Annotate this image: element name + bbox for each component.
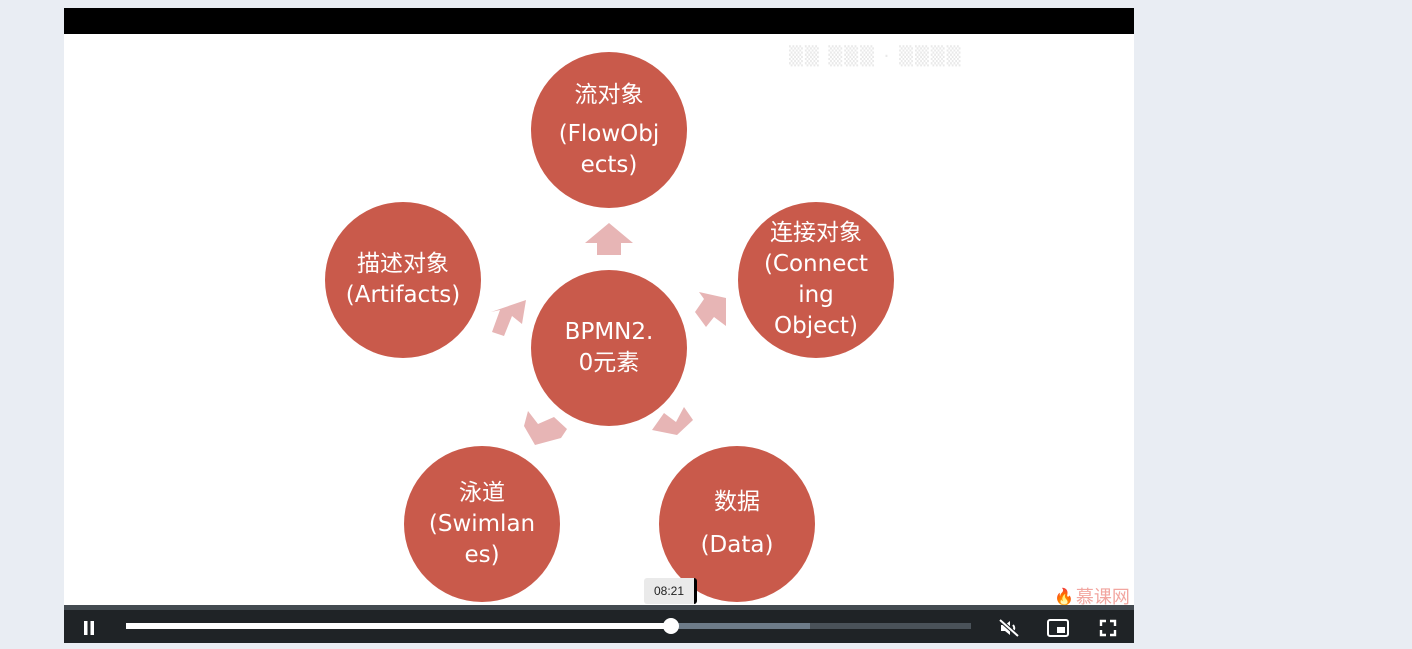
pause-icon <box>84 621 94 635</box>
hover-time-tooltip: 08:21 <box>644 578 697 604</box>
progress-bar[interactable] <box>126 618 971 634</box>
node-label: 描述对象 <box>357 251 449 277</box>
arrow-right <box>695 292 726 327</box>
video-top-bar <box>64 8 1134 34</box>
flame-icon: 🔥 <box>1054 586 1074 606</box>
node-label: 0元素 <box>578 350 640 376</box>
node-label: ing <box>798 282 834 308</box>
picture-in-picture-icon <box>1047 619 1069 637</box>
progress-thumb[interactable] <box>663 618 680 634</box>
video-frame[interactable]: ▒▒ ▒▒▒ · ▒▒▒▒ 流对象 (FlowObj ects) 连接对象 (C… <box>64 34 1134 605</box>
arrow-down-right <box>652 407 693 435</box>
arrow-layer <box>491 223 726 445</box>
node-connecting-object: 连接对象 (Connect ing Object) <box>738 202 894 358</box>
progress-played <box>126 623 672 629</box>
control-bar <box>64 605 1134 643</box>
node-label: (Connect <box>763 251 869 277</box>
mute-button[interactable] <box>995 616 1023 640</box>
node-label: 泳道 <box>459 479 505 506</box>
node-label: (Data) <box>700 532 774 558</box>
node-label: BPMN2. <box>564 319 654 345</box>
node-center: BPMN2. 0元素 <box>531 270 687 426</box>
pause-button[interactable] <box>75 616 103 640</box>
brand-logo: 🔥 慕课网 <box>1054 583 1130 606</box>
picture-in-picture-button[interactable] <box>1044 616 1072 640</box>
node-label: (Swimlan <box>428 510 536 537</box>
node-label: 连接对象 <box>770 220 862 246</box>
node-artifacts: 描述对象 (Artifacts) <box>325 202 481 358</box>
node-label: (Artifacts) <box>345 282 461 308</box>
node-label: es) <box>464 541 500 568</box>
node-swimlanes: 泳道 (Swimlan es) <box>404 446 560 602</box>
brand-name: 慕课网 <box>1075 587 1130 605</box>
fullscreen-button[interactable] <box>1094 616 1122 640</box>
fullscreen-icon <box>1099 619 1117 637</box>
node-label: ects) <box>580 151 638 178</box>
node-label: (FlowObj <box>558 120 660 147</box>
watermark: ▒▒ ▒▒▒ · ▒▒▒▒ <box>789 46 963 67</box>
node-label: Object) <box>774 313 858 339</box>
arrow-down-left <box>524 411 567 445</box>
video-player[interactable]: ▒▒ ▒▒▒ · ▒▒▒▒ 流对象 (FlowObj ects) 连接对象 (C… <box>64 8 1134 643</box>
node-label: 数据 <box>714 489 760 515</box>
node-data: 数据 (Data) <box>659 446 815 602</box>
node-label: 流对象 <box>574 81 644 108</box>
node-flow-objects: 流对象 (FlowObj ects) <box>531 52 687 208</box>
arrow-left <box>491 300 526 336</box>
volume-muted-icon <box>998 618 1020 638</box>
arrow-up <box>585 223 633 255</box>
